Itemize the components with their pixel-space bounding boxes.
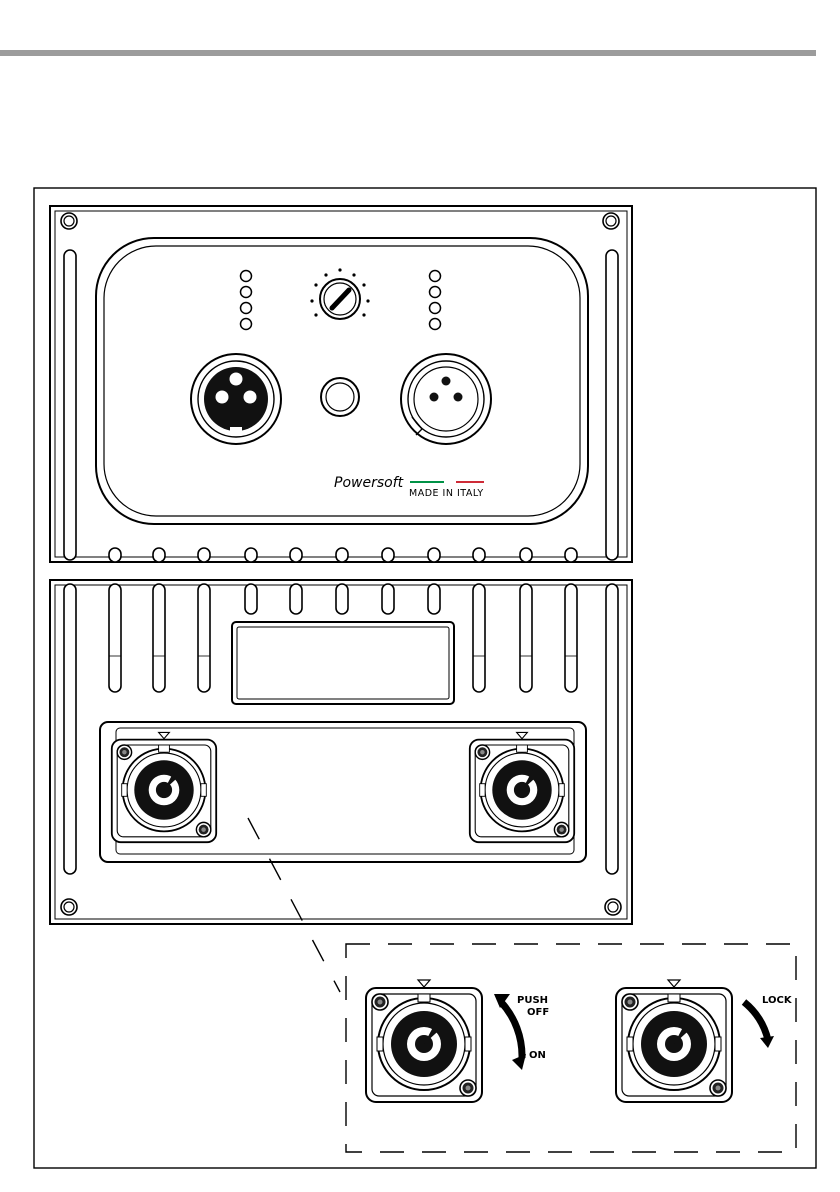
lock-label: LOCK [762, 995, 793, 1006]
led-indicator [430, 287, 441, 298]
screw-icon [605, 899, 621, 915]
led-indicator [430, 319, 441, 330]
led-indicator [430, 303, 441, 314]
flag-red-stripe [456, 481, 484, 483]
push-off-on-indicator: PUSH OFF ON [494, 994, 549, 1070]
powercon-connector-right[interactable] [470, 732, 574, 842]
push-button[interactable] [321, 378, 359, 416]
off-label: OFF [527, 1007, 549, 1018]
led-indicator [430, 271, 441, 282]
powercon-connector-left[interactable] [112, 732, 216, 842]
detail-box: PUSH OFF ON LOCK [346, 944, 796, 1152]
led-indicator [241, 303, 252, 314]
lock-indicator: LOCK [744, 995, 793, 1048]
powercon-detail-a[interactable] [366, 980, 482, 1102]
screw-icon [61, 899, 77, 915]
brand-logo: Powersoft [334, 475, 404, 491]
upper-panel: Powersoft MADE IN ITALY [50, 206, 632, 562]
screw-icon [603, 213, 619, 229]
screw-icon [61, 213, 77, 229]
led-indicator [241, 287, 252, 298]
label-window [232, 622, 454, 704]
push-label: PUSH [517, 995, 548, 1006]
xlr-female-connector[interactable] [401, 354, 491, 444]
on-label: ON [529, 1050, 546, 1061]
powercon-detail-b[interactable] [616, 980, 732, 1102]
led-indicator [241, 271, 252, 282]
made-in-italy-label: MADE IN ITALY [409, 488, 484, 499]
flag-green-stripe [410, 481, 444, 483]
lower-panel [50, 580, 632, 924]
led-indicator [241, 319, 252, 330]
xlr-male-connector[interactable] [191, 354, 281, 444]
arrow-down-icon [760, 1036, 774, 1048]
